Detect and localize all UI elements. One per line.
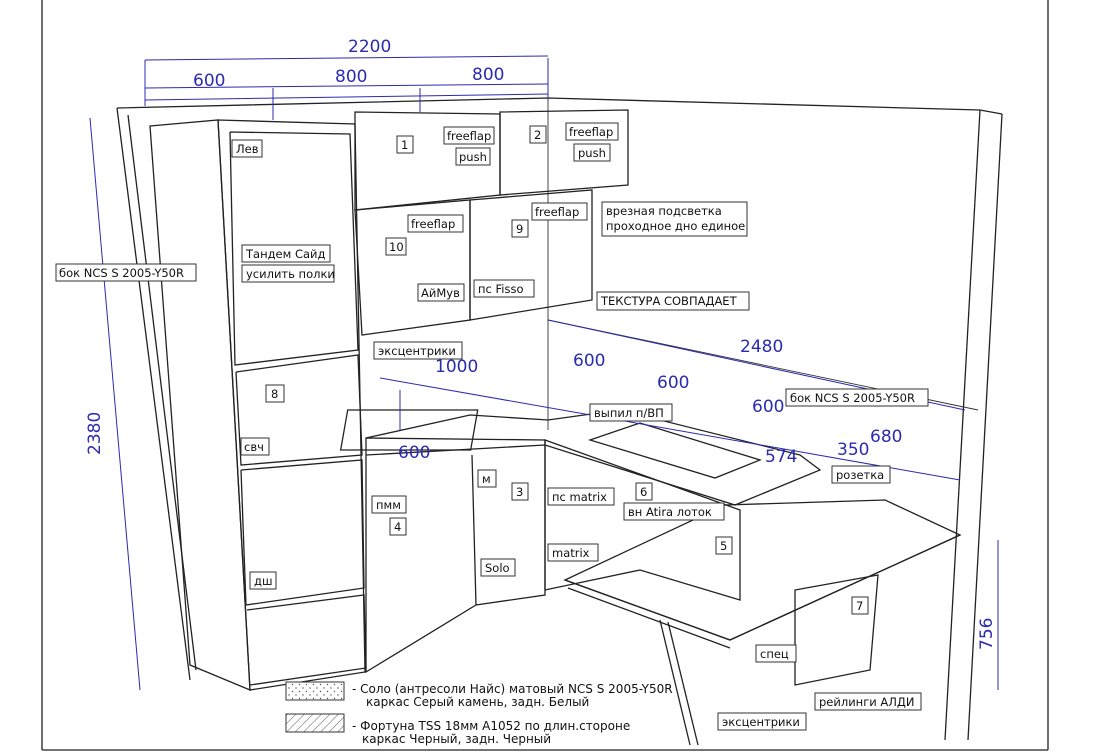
label-freeflap-9: freeflap bbox=[535, 205, 579, 219]
label-push-1: push bbox=[459, 150, 487, 164]
dim-run-600b: 600 bbox=[657, 373, 689, 393]
dim-run-600c: 600 bbox=[752, 397, 784, 417]
dim-upper-800a: 800 bbox=[335, 67, 367, 87]
label-2: 2 bbox=[534, 128, 541, 142]
callouts: Лев 1 2 freeflap push freeflap push free… bbox=[55, 122, 929, 731]
label-aimuv: АйМув bbox=[421, 286, 460, 300]
lower-cabinets bbox=[339, 409, 822, 674]
label-pmm: пмм bbox=[376, 498, 401, 512]
dim-total-width: 2200 bbox=[348, 37, 391, 57]
label-1: 1 bbox=[401, 138, 408, 152]
legend-1-line2: каркас Серый камень, задн. Белый bbox=[366, 695, 589, 709]
bar-counter bbox=[563, 499, 962, 746]
label-atira: вн Atira лоток bbox=[628, 505, 712, 519]
dim-right-run: 2480 bbox=[740, 337, 783, 357]
dim-depth-680: 680 bbox=[870, 427, 902, 447]
label-freeflap-2: freeflap bbox=[569, 125, 613, 139]
dim-depth-350: 350 bbox=[837, 440, 869, 460]
label-matrix: matrix bbox=[552, 546, 590, 560]
label-lighting-1: врезная подсветка bbox=[606, 204, 722, 218]
label-7: 7 bbox=[856, 599, 863, 613]
legend-1-line1: - Соло (антресоли Найс) матовый NCS S 20… bbox=[352, 682, 673, 696]
upper-cabinets bbox=[354, 109, 629, 336]
label-8: 8 bbox=[271, 387, 278, 401]
label-m: м bbox=[482, 472, 491, 486]
dim-depth-574: 574 bbox=[765, 447, 797, 467]
label-lighting-2: проходное дно единое bbox=[606, 219, 745, 233]
dim-sink-600: 600 bbox=[398, 443, 430, 463]
dimension-lines bbox=[89, 55, 999, 691]
label-solo: Solo bbox=[485, 561, 510, 575]
legend-2-line2: каркас Черный, задн. Черный bbox=[362, 732, 551, 746]
label-cutout: выпил п/ВП bbox=[594, 406, 664, 420]
label-fisso: пс Fisso bbox=[478, 282, 524, 296]
label-6: 6 bbox=[640, 485, 647, 499]
label-9: 9 bbox=[516, 222, 523, 236]
label-10: 10 bbox=[389, 240, 404, 254]
label-eccentrics-bottom: эксцентрики bbox=[722, 715, 800, 729]
label-4: 4 bbox=[394, 520, 401, 534]
label-socket: розетка bbox=[836, 468, 884, 482]
label-eccentrics-top: эксцентрики bbox=[378, 344, 456, 358]
label-matrix-ps: пс matrix bbox=[552, 490, 607, 504]
label-side-right: бок NCS S 2005-Y50R bbox=[790, 391, 915, 405]
legend-swatch-dots bbox=[285, 681, 345, 701]
label-texture: ТЕКСТУРА СОВПАДАЕТ bbox=[600, 294, 738, 308]
label-tandem: Тандем Сайд bbox=[245, 247, 325, 261]
dim-sink-1000: 1000 bbox=[435, 357, 478, 377]
label-spec: спец bbox=[760, 647, 789, 661]
label-push-2: push bbox=[578, 146, 606, 160]
label-5: 5 bbox=[720, 539, 727, 553]
legend-swatch-hatch bbox=[285, 713, 345, 733]
dim-upper-800b: 800 bbox=[472, 65, 504, 85]
dim-bar-height: 756 bbox=[977, 618, 997, 650]
label-freeflap-1: freeflap bbox=[447, 129, 491, 143]
label-shelves: усилить полки bbox=[246, 267, 335, 281]
legend: - Соло (антресоли Найс) матовый NCS S 20… bbox=[285, 681, 673, 746]
dim-height: 2380 bbox=[85, 412, 105, 455]
label-side-left: бок NCS S 2005-Y50R bbox=[59, 266, 184, 280]
legend-2-line1: - Фортуна TSS 18мм A1052 по длин.стороне bbox=[352, 719, 630, 733]
tall-cabinet bbox=[149, 119, 367, 691]
label-dishwasher: дш bbox=[254, 574, 272, 588]
dim-run-600a: 600 bbox=[573, 351, 605, 371]
label-microwave: свч bbox=[244, 440, 264, 454]
label-lev: Лев bbox=[236, 142, 259, 156]
label-freeflap-10: freeflap bbox=[411, 217, 455, 231]
label-3: 3 bbox=[516, 485, 523, 499]
sheet-frame bbox=[41, 0, 1049, 751]
label-rails: рейлинги АЛДИ bbox=[819, 695, 914, 709]
dim-upper-600: 600 bbox=[193, 71, 225, 91]
